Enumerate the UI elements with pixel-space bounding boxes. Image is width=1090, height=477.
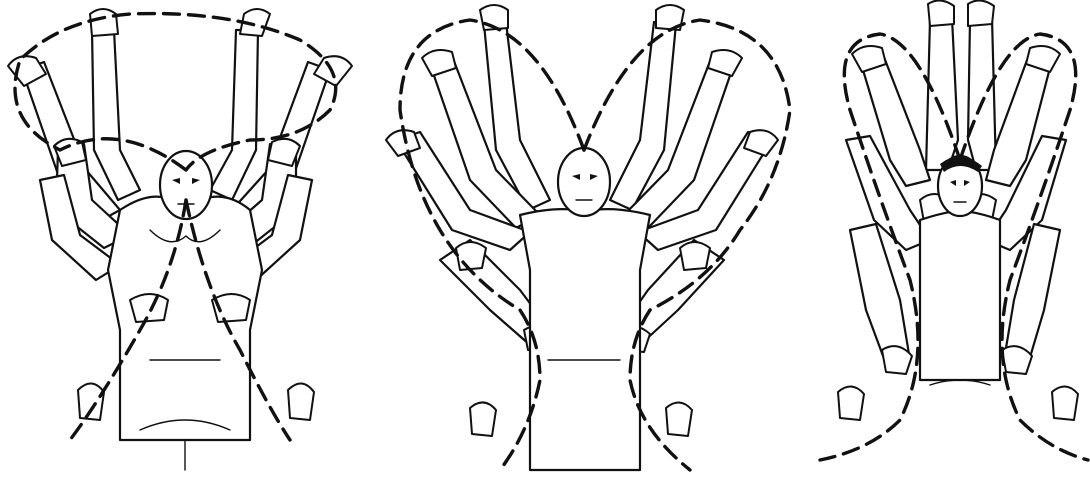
panel-2	[386, 5, 790, 470]
panel-1	[8, 9, 352, 470]
panel-3	[820, 0, 1088, 460]
panel-3-body	[920, 156, 1000, 385]
